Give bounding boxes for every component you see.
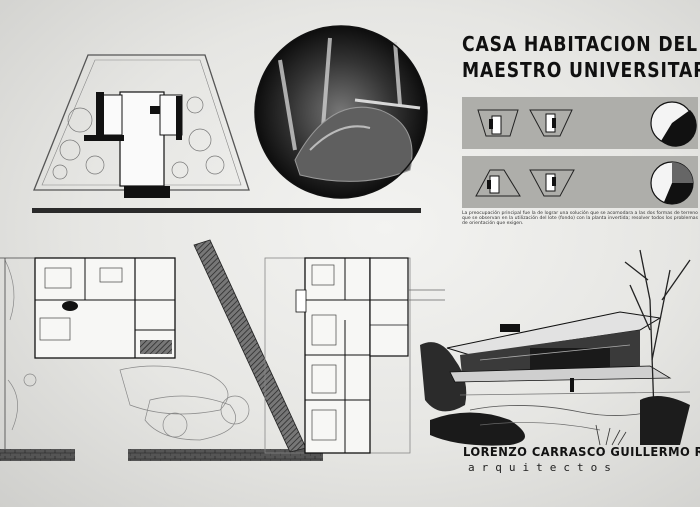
orientation-diagram-1 [477, 101, 697, 147]
orientation-diagram-2 [475, 161, 694, 205]
floor-plan-lower [0, 257, 323, 461]
floor-plan-upper [264, 257, 445, 454]
project-caption: La preocupación principal fue la de logr… [462, 211, 698, 226]
perspective-rendering [420, 249, 691, 446]
site-photo [254, 25, 428, 199]
architect-role: arquitectos [468, 461, 618, 474]
divider-rule [32, 208, 421, 213]
board-title-line-2: MAESTRO UNIVERSITARIO [462, 58, 700, 82]
retaining-wall [193, 239, 307, 453]
architect-names: LORENZO CARRASCO GUILLERMO ROSSELL [463, 444, 700, 459]
site-plan-triangle [33, 54, 250, 198]
board-title-line-1: CASA HABITACION DEL [462, 32, 698, 56]
